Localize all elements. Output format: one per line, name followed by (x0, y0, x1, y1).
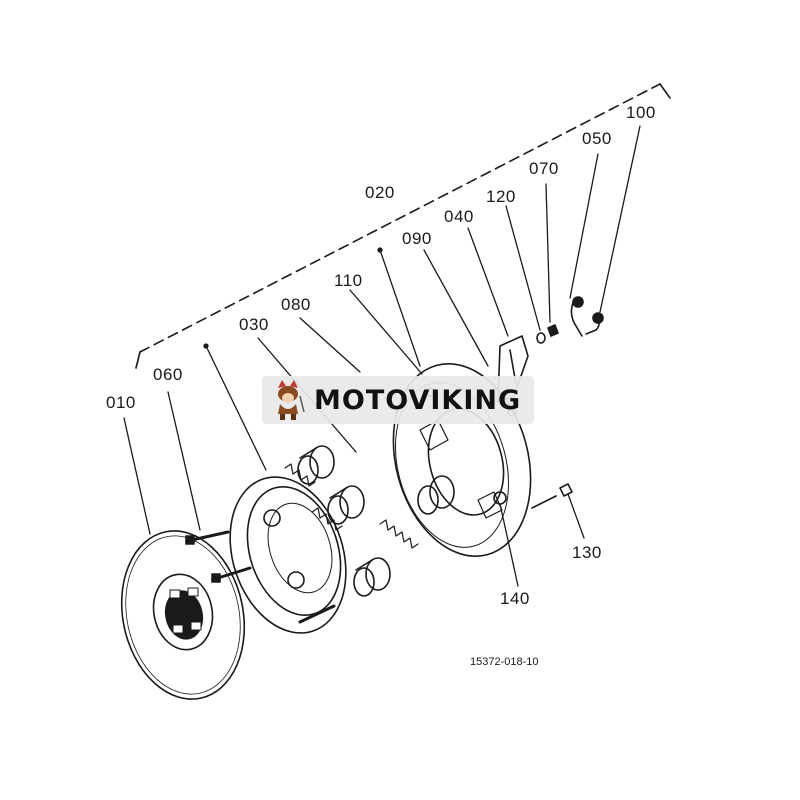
spacers (297, 445, 455, 597)
label-part-140: 140 (500, 589, 530, 608)
bolts (185, 530, 336, 624)
pin-and-clip (570, 296, 604, 337)
label-part-070: 070 (529, 159, 559, 178)
pressure-plate (229, 476, 347, 634)
watermark-brand-text: MOTOVIKING (314, 384, 522, 416)
label-part-090: 090 (402, 229, 432, 248)
label-part-020: 020 (365, 183, 395, 202)
label-part-030: 030 (239, 315, 269, 334)
drawing-code: 15372-018-10 (470, 656, 539, 668)
leader-lines (123, 125, 641, 587)
label-part-060: 060 (153, 365, 183, 384)
label-part-120: 120 (486, 187, 516, 206)
label-part-040: 040 (444, 207, 474, 226)
label-part-100: 100 (626, 103, 656, 122)
label-part-010: 010 (106, 393, 136, 412)
label-part-130: 130 (572, 543, 602, 562)
label-part-080: 080 (281, 295, 311, 314)
adjust-bolt (531, 483, 573, 509)
label-part-050: 050 (582, 129, 612, 148)
viking-mascot-icon (278, 380, 305, 420)
nut-and-washer (536, 324, 559, 344)
assembly-bracket (135, 83, 671, 369)
label-part-110: 110 (334, 271, 363, 290)
watermark-banner: MOTOVIKING (262, 376, 534, 424)
clutch-disc (120, 530, 246, 700)
